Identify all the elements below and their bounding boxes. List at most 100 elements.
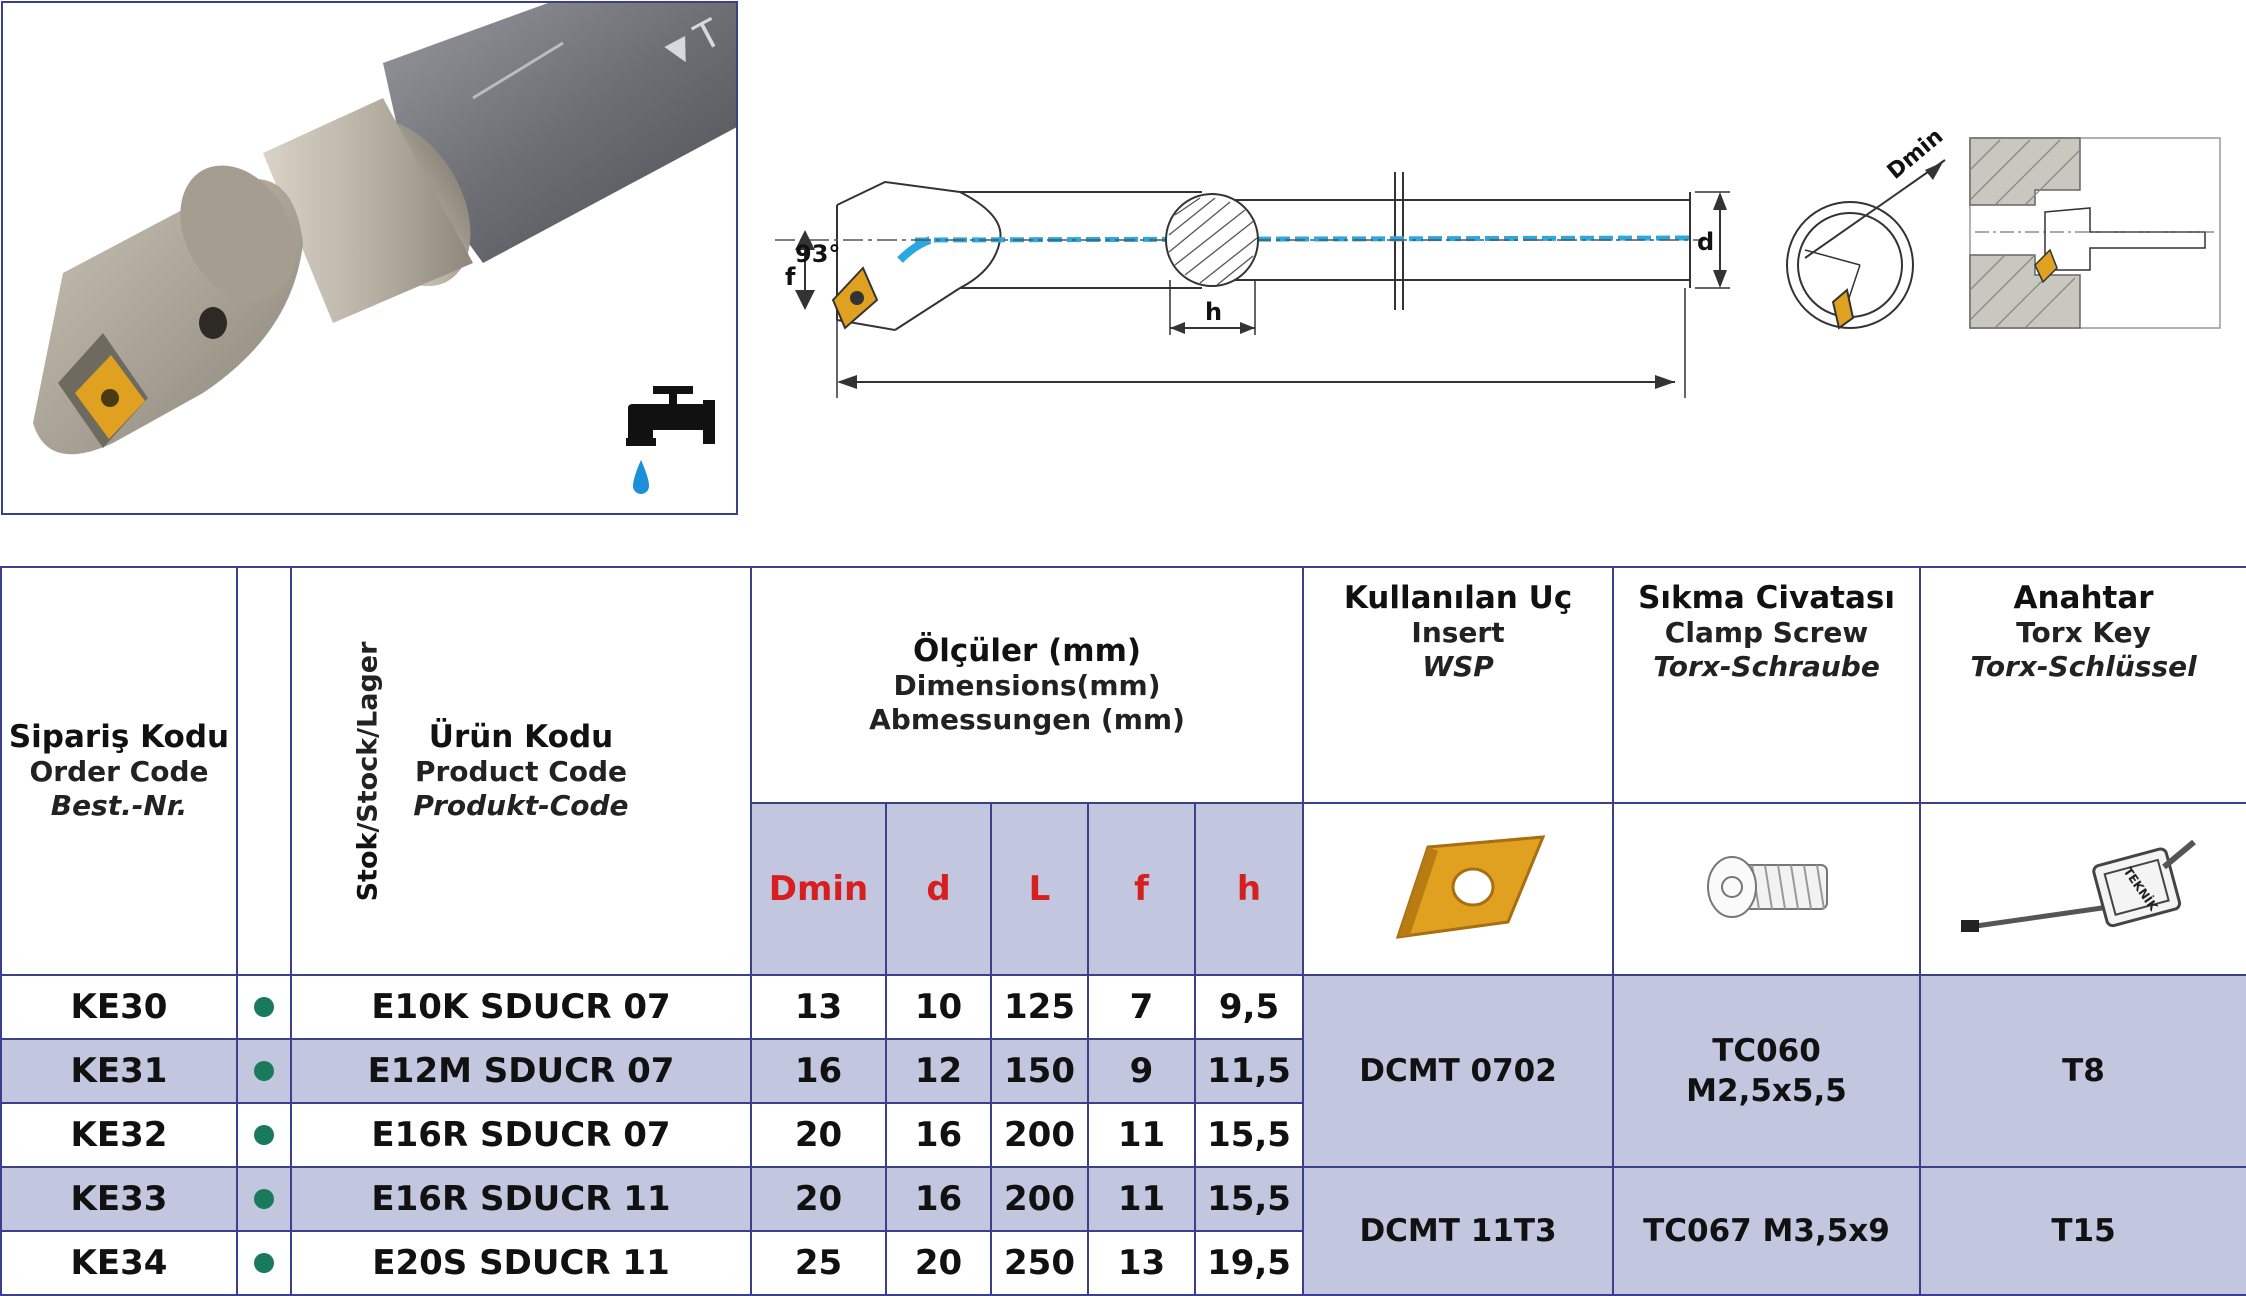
l-cell: 250 <box>990 1230 1089 1296</box>
f-cell: 13 <box>1087 1230 1196 1296</box>
col-dimensions: Ölçüler (mm) Dimensions(mm) Abmessungen … <box>749 566 1305 804</box>
insert-de: WSP <box>1422 650 1494 683</box>
dim-f-label: f <box>785 263 796 291</box>
product-photo: ▼T <box>1 1 738 515</box>
product-code-cell: E20S SDUCR 11 <box>290 1230 752 1296</box>
h-cell: 15,5 <box>1193 1166 1305 1232</box>
f-cell: 11 <box>1087 1166 1196 1232</box>
angle-label: 93° <box>795 240 840 268</box>
table-row: KE33 E16R SDUCR 11 20 16 200 11 15,5 DCM… <box>0 1166 2246 1296</box>
col-clamp-screw: Sıkma Civatası Clamp Screw Torx-Schraube <box>1612 566 1922 804</box>
dmin-cell: 13 <box>750 974 887 1040</box>
d-cell: 16 <box>885 1166 992 1232</box>
torx-key-cell: T8 <box>1919 974 2246 1168</box>
order-code-title: Sipariş Kodu <box>8 719 230 755</box>
clamp-screw-title: Sıkma Civatası <box>1638 580 1895 616</box>
stock-cell <box>236 1038 292 1104</box>
dim-header-d: d <box>885 802 992 976</box>
insert-cell: DCMT 0702 <box>1302 974 1615 1168</box>
d-cell: 12 <box>885 1038 992 1104</box>
in-stock-dot <box>254 1061 274 1082</box>
dim-header-h: h <box>1193 802 1305 976</box>
h-cell: 19,5 <box>1193 1230 1305 1296</box>
order-code-cell: KE30 <box>0 974 238 1040</box>
order-code-de: Best.-Nr. <box>50 789 188 822</box>
insert-cell: DCMT 11T3 <box>1302 1166 1615 1296</box>
insert-title: Kullanılan Uç <box>1343 580 1573 616</box>
col-product-code: Ürün Kodu Product Code Produkt-Code <box>290 566 752 976</box>
clamp-screw-line1: TC067 M3,5x9 <box>1643 1213 1890 1249</box>
clamp-screw-line2: M2,5x5,5 <box>1686 1073 1847 1109</box>
product-code-cell: E16R SDUCR 07 <box>290 1102 752 1168</box>
spec-table: Sipariş Kodu Order Code Best.-Nr. Stok/S… <box>0 566 2246 1296</box>
stock-rest: /Stock/Lager <box>352 641 384 833</box>
boring-bar-image: ▼T <box>33 3 736 455</box>
order-code-cell: KE33 <box>0 1166 238 1232</box>
order-code-cell: KE34 <box>0 1230 238 1296</box>
order-code-en: Order Code <box>29 755 209 788</box>
dmin-cell: 25 <box>750 1230 887 1296</box>
coolant-tap-icon <box>626 386 715 494</box>
h-cell: 9,5 <box>1193 974 1305 1040</box>
in-stock-dot <box>254 1189 274 1210</box>
clamp-screw-cell: TC060 M2,5x5,5 <box>1612 974 1922 1168</box>
f-cell: 11 <box>1087 1102 1196 1168</box>
technical-drawing: f 93° h d Dmin <box>775 124 2221 398</box>
product-code-en: Product Code <box>414 755 628 788</box>
f-cell: 9 <box>1087 1038 1196 1104</box>
table-row: KE32 E16R SDUCR 07 20 16 200 11 15,5 <box>0 1102 2246 1168</box>
stock-tr: Stok <box>352 832 384 901</box>
l-cell: 200 <box>990 1166 1089 1232</box>
dim-header-dmin: Dmin <box>750 802 887 976</box>
clamp-screw-line1: TC060 <box>1712 1033 1821 1069</box>
order-code-cell: KE32 <box>0 1102 238 1168</box>
clamp-screw-de: Torx-Schraube <box>1653 650 1880 683</box>
clamp-screw-image-cell <box>1612 802 1922 976</box>
table-row: KE31 E12M SDUCR 07 16 12 150 9 11,5 <box>0 1038 2246 1104</box>
dim-d-label: d <box>1697 228 1714 256</box>
key-de: Torx-Schlüssel <box>1970 650 2197 683</box>
table-row: KE30 E10K SDUCR 07 13 10 125 7 9,5 DCMT … <box>0 974 2246 1168</box>
stock-cell <box>236 1102 292 1168</box>
dmin-cell: 20 <box>750 1166 887 1232</box>
insert-en: Insert <box>1411 616 1505 649</box>
dimensions-en: Dimensions(mm) <box>893 669 1161 702</box>
stock-cell <box>236 974 292 1040</box>
insert-icon <box>1395 835 1546 939</box>
torx-key-image-cell: TEKNİK <box>1919 802 2246 976</box>
dmin-cell: 16 <box>750 1038 887 1104</box>
dimensions-de: Abmessungen (mm) <box>869 703 1185 736</box>
col-stock: Stok/Stock/Lager <box>236 566 383 976</box>
dimensions-title: Ölçüler (mm) <box>912 633 1142 669</box>
product-code-cell: E12M SDUCR 07 <box>290 1038 752 1104</box>
dim-header-f: f <box>1087 802 1196 976</box>
l-cell: 200 <box>990 1102 1089 1168</box>
f-cell: 7 <box>1087 974 1196 1040</box>
key-en: Torx Key <box>2016 616 2151 649</box>
in-stock-dot <box>254 1253 274 1274</box>
stock-cell <box>236 1166 292 1232</box>
l-cell: 150 <box>990 1038 1089 1104</box>
product-code-de: Produkt-Code <box>413 789 629 822</box>
h-cell: 11,5 <box>1193 1038 1305 1104</box>
col-order-code: Sipariş Kodu Order Code Best.-Nr. <box>0 566 238 976</box>
clamp-screw-cell: TC067 M3,5x9 <box>1612 1166 1922 1296</box>
stock-header: Stok/Stock/Lager <box>352 641 383 901</box>
product-code-cell: E10K SDUCR 07 <box>290 974 752 1040</box>
torx-key-icon: TEKNİK <box>1960 839 2196 932</box>
insert-image-cell <box>1302 802 1615 976</box>
clamp-screw-icon <box>1706 856 1828 918</box>
stock-cell <box>236 1230 292 1296</box>
in-stock-dot <box>254 997 274 1018</box>
key-title: Anahtar <box>2013 580 2154 616</box>
col-key: Anahtar Torx Key Torx-Schlüssel <box>1919 566 2246 804</box>
dmin-cell: 20 <box>750 1102 887 1168</box>
product-code-cell: E16R SDUCR 11 <box>290 1166 752 1232</box>
d-cell: 20 <box>885 1230 992 1296</box>
in-stock-dot <box>254 1125 274 1146</box>
dim-header-l: L <box>990 802 1089 976</box>
order-code-cell: KE31 <box>0 1038 238 1104</box>
l-cell: 125 <box>990 974 1089 1040</box>
d-cell: 16 <box>885 1102 992 1168</box>
product-code-title: Ürün Kodu <box>428 719 614 755</box>
